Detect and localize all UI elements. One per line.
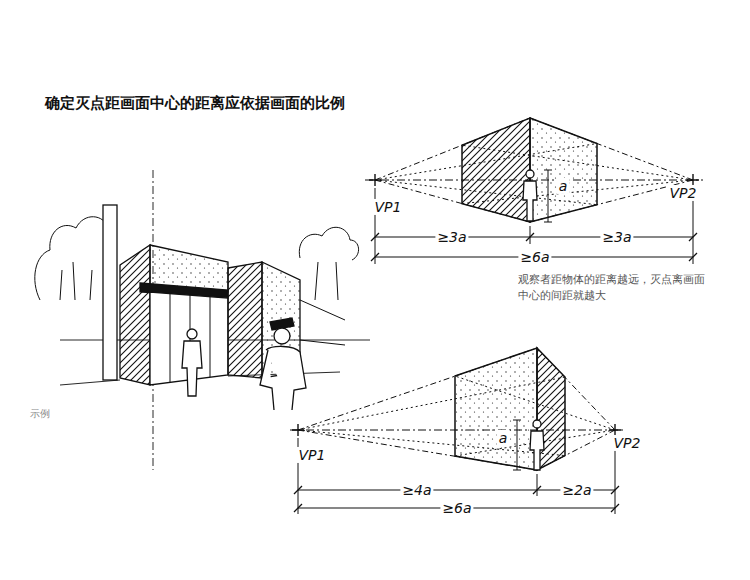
dimension-label: ≥6a	[518, 249, 551, 265]
vanishing-point-label: VP1	[297, 447, 328, 463]
example-sketch	[35, 170, 370, 470]
vanishing-point-label: VP2	[612, 435, 643, 451]
vanishing-point-label: VP1	[373, 199, 404, 215]
height-label: a	[497, 430, 510, 446]
vanishing-point-label: VP2	[668, 185, 699, 201]
top-perspective	[365, 118, 703, 264]
bottom-perspective	[290, 348, 625, 514]
dimension-label: ≥4a	[400, 482, 433, 498]
note-text: 观察者距物体的距离越远，灭点离画面中心的间距就越大	[518, 272, 708, 304]
dimension-label: ≥3a	[600, 229, 633, 245]
example-label: 示例	[30, 408, 50, 420]
dimension-label: ≥3a	[435, 229, 468, 245]
dimension-label: ≥2a	[560, 482, 593, 498]
height-label: a	[557, 178, 570, 194]
page-title: 确定灭点距画面中心的距离应依据画面的比例	[45, 94, 345, 113]
dimension-label: ≥6a	[440, 500, 473, 516]
